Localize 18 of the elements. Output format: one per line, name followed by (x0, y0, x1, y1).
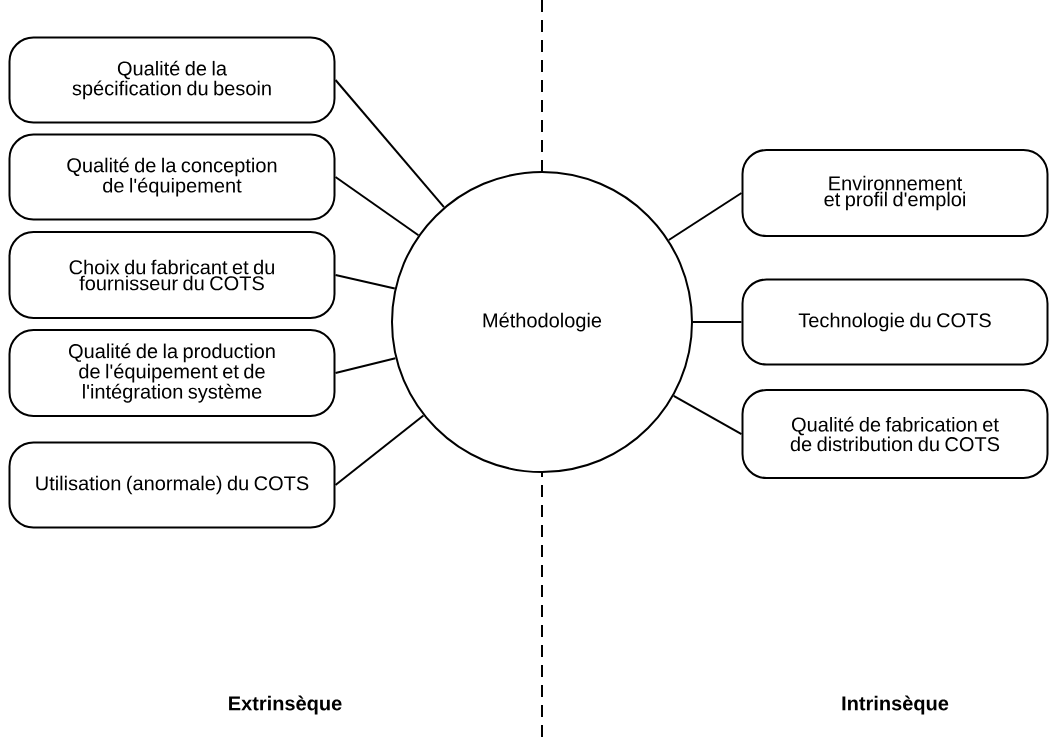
connector-line (334, 357, 397, 374)
factor-box: Qualité de la production de l'équipement et de l'intégration système (8, 329, 336, 417)
connector-line (692, 321, 743, 323)
factor-box: Utilisation (anormale) du COTS (8, 441, 336, 529)
connector-line (334, 274, 396, 290)
connector-line (334, 176, 420, 237)
factor-box: Technologie du COTS (741, 278, 1049, 366)
connector-line (667, 192, 743, 241)
factor-box: Environnement et profil d'emploi (741, 149, 1049, 237)
side-label: Extrinsèque (229, 695, 342, 715)
connector-line (672, 394, 743, 435)
side-label: Intrinsèque (842, 695, 949, 715)
factor-box: Qualité de la conception de l'équipement (8, 133, 336, 221)
connector-line (334, 79, 445, 209)
factor-box: Qualité de la spécification du besoin (8, 36, 336, 124)
factor-box: Choix du fabricant et du fournisseur du COTS (8, 231, 336, 319)
connector-line (334, 414, 425, 486)
factor-box: Qualité de fabrication et de distribution du COTS (741, 389, 1049, 479)
